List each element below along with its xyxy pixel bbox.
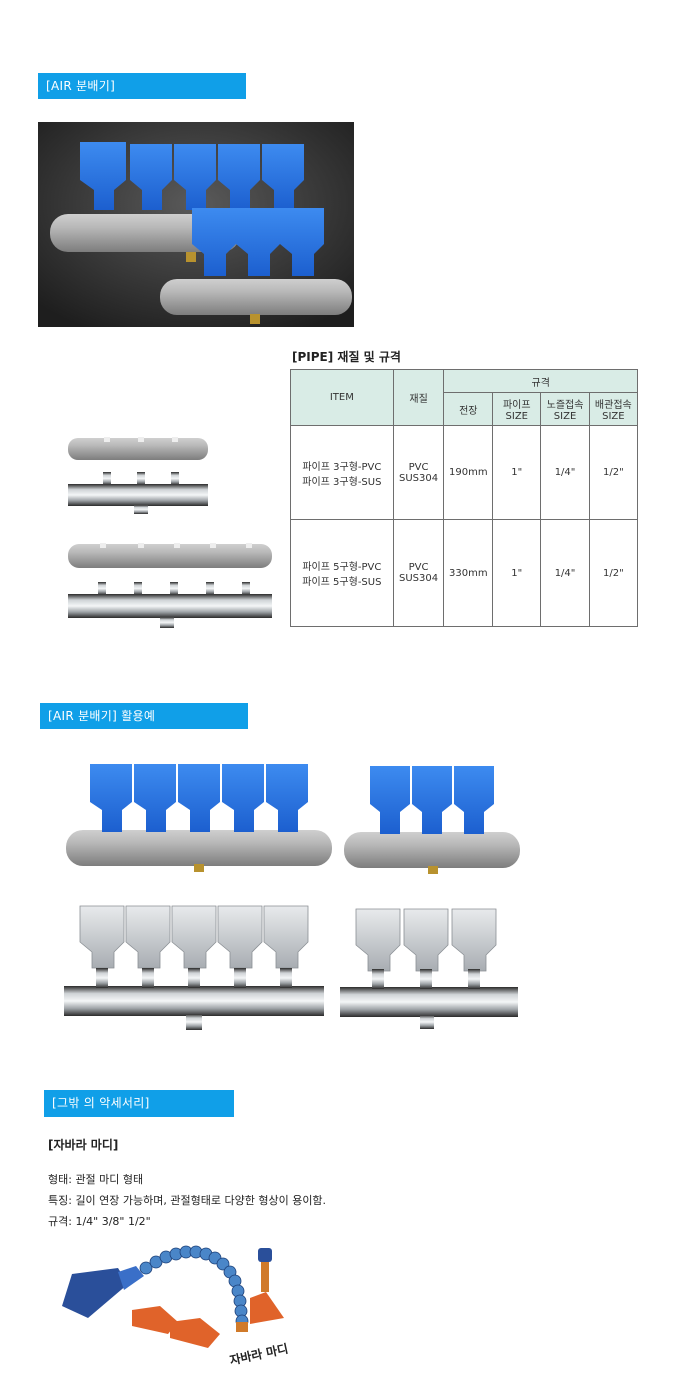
section-header-air: [AIR 분배기] <box>38 73 246 99</box>
cell-pipe: 1" <box>492 519 542 627</box>
cell-pipe: 1" <box>492 425 542 520</box>
accessory-shape: 형태: 관절 마디 형태 <box>48 1173 144 1186</box>
pipe-5-photo <box>68 543 272 628</box>
col-item: ITEM <box>290 369 394 426</box>
spec-title: [PIPE] 재질 및 규격 <box>292 350 401 364</box>
col-material: 재질 <box>392 369 445 426</box>
section-header-accessory: [그밖 의 악세서리] <box>44 1090 234 1117</box>
pipe-3-photo <box>68 437 208 514</box>
air-manifold-photo <box>38 122 354 327</box>
cell-piping: 1/2" <box>588 519 639 627</box>
usage-blue-5-photo <box>66 764 332 872</box>
col-length: 전장 <box>443 392 494 426</box>
usage-silver-5-photo <box>64 905 324 1030</box>
col-spec: 규격 <box>443 369 638 393</box>
cell-piping: 1/2" <box>588 425 639 520</box>
accessory-size: 규격: 1/4" 3/8" 1/2" <box>48 1215 151 1228</box>
cell-length: 190mm <box>443 425 494 520</box>
flex-hose-photo <box>62 1245 284 1348</box>
usage-blue-3-photo <box>344 766 520 874</box>
cell-nozzle: 1/4" <box>540 519 590 627</box>
cell-length: 330mm <box>443 519 494 627</box>
accessory-feature: 특징: 길이 연장 가능하며, 관절형태로 다양한 형상이 용이함. <box>48 1194 327 1207</box>
usage-silver-3-photo <box>340 908 518 1029</box>
section-header-usage: [AIR 분배기] 활용예 <box>40 703 248 729</box>
cell-nozzle: 1/4" <box>540 425 590 520</box>
accessory-title: [자바라 마디] <box>48 1138 119 1152</box>
